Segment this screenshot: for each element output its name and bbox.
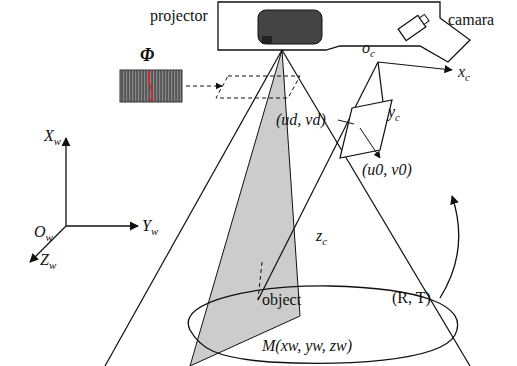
dashed-arrow <box>186 86 222 87</box>
projector-lens <box>262 36 272 44</box>
projector-image-plane <box>216 76 300 98</box>
xc-axis <box>378 62 452 70</box>
projection-ray <box>105 50 282 366</box>
housing <box>218 2 470 62</box>
light-plane <box>190 50 300 366</box>
transform-arrow <box>440 196 459 298</box>
principal-point-arrow <box>360 128 380 158</box>
projection-ray <box>282 50 470 366</box>
xw-axis <box>65 138 66 226</box>
transform-label: (R, T) <box>392 290 431 306</box>
axis-label: Xw <box>44 128 61 144</box>
axis-label: Ow <box>34 224 53 240</box>
axis-label: Zw <box>40 252 56 268</box>
zc-axis <box>258 62 378 300</box>
device-name: projector <box>150 8 208 24</box>
camera-image-plane <box>340 100 392 158</box>
axis-label: zc <box>316 228 327 244</box>
device-name: camara <box>448 12 494 28</box>
point-label: M(xw, yw, zw) <box>262 338 352 354</box>
object-label: object <box>262 292 301 308</box>
fringe-line <box>149 70 153 102</box>
pixel-coordinate: (ud, vd) <box>276 112 326 128</box>
pattern-symbol: Φ <box>140 46 154 64</box>
projector-body <box>258 10 322 44</box>
pixel-coordinate: (u0, v0) <box>362 162 412 178</box>
leader-line <box>338 120 354 124</box>
object-outline <box>188 286 457 363</box>
axis-label: yc <box>388 104 400 120</box>
camera-icon <box>398 12 431 41</box>
axis-label: Yw <box>142 218 158 234</box>
fringe-pattern <box>120 70 182 102</box>
axis-label: xc <box>458 64 470 80</box>
yw-axis <box>66 225 138 226</box>
axis-label: oc <box>362 40 375 56</box>
